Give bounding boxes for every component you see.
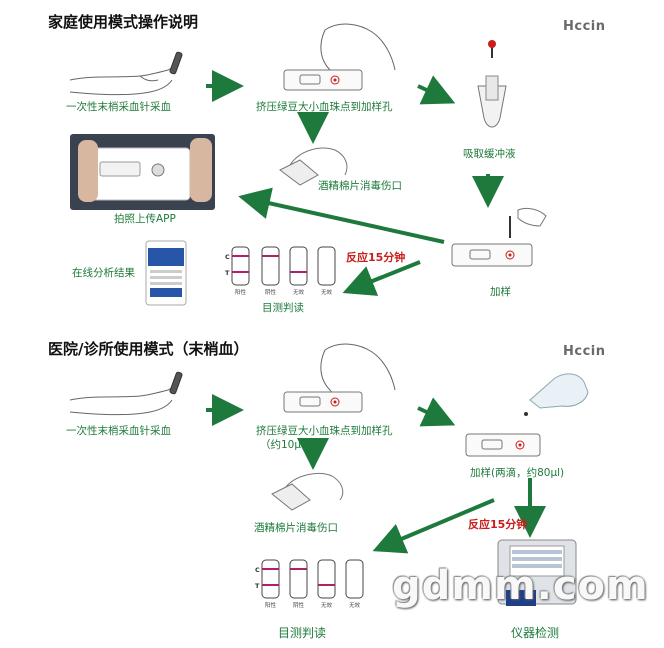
brand-logo-text-1: Hccin <box>563 19 606 34</box>
strip-label: 无效 <box>293 290 305 296</box>
phone-photo-illustration <box>70 134 215 210</box>
result-strips-1 <box>231 246 336 286</box>
step2-add-label: 加样(两滴，约80μl) <box>470 467 565 479</box>
step-squeeze-label: 挤压绿豆大小血珠点到加样孔 <box>256 101 393 113</box>
squeeze-hand-illustration <box>283 23 396 91</box>
step-add-label: 加样 <box>490 286 511 298</box>
step2-squeeze-label: 挤压绿豆大小血珠点到加样孔 <box>256 425 393 437</box>
t-line-label-1: T <box>225 269 230 277</box>
step2-squeeze-note: （约10μl） <box>260 439 315 451</box>
step-buffer-label: 吸取缓冲液 <box>463 148 516 160</box>
squeeze-hand-illustration-2 <box>283 343 396 413</box>
step2-react-label: 反应15分钟 <box>468 518 528 531</box>
strip-label: 无效 <box>349 603 361 609</box>
step-photo-label: 拍照上传APP <box>114 213 176 225</box>
alcohol-pad-illustration-1 <box>279 147 348 186</box>
add-sample-cassette-illustration <box>451 207 547 267</box>
app-screen-illustration <box>145 240 187 306</box>
step2-instrument-label: 仪器检测 <box>511 626 560 640</box>
buffer-pipette-illustration <box>477 40 507 128</box>
strip-label: 阳性 <box>265 603 277 609</box>
c-line-label-1: C <box>225 253 230 261</box>
strip-label: 阴性 <box>293 603 305 609</box>
step-alcohol-label: 酒精棉片消毒伤口 <box>318 180 402 192</box>
result-strips-2 <box>261 559 364 599</box>
step-online-label: 在线分析结果 <box>72 267 135 279</box>
watermark: gdmm.com <box>392 563 649 609</box>
strip-label: 无效 <box>321 603 333 609</box>
instrument-illustration <box>497 539 577 606</box>
section2-title: 医院/诊所使用模式（末梢血） <box>48 340 249 358</box>
alcohol-pad-illustration-2 <box>271 473 344 511</box>
arrows-section-2 <box>206 394 546 554</box>
step-react-label: 反应15分钟 <box>346 251 406 264</box>
strip-label: 无效 <box>321 290 333 296</box>
add-sample-cassette-illustration-2 <box>465 433 541 457</box>
brand-logo-1: Hccin <box>563 16 606 34</box>
step2-alcohol-label: 酒精棉片消毒伤口 <box>254 522 338 534</box>
strip-label: 阳性 <box>235 290 247 296</box>
step-lancet-label: 一次性末梢采血针采血 <box>66 101 171 113</box>
brand-logo-text-2: Hccin <box>563 344 606 359</box>
step-visual-label: 目测判读 <box>262 302 304 314</box>
t-line-label-2: T <box>255 582 260 590</box>
step2-lancet-label: 一次性末梢采血针采血 <box>66 425 171 437</box>
hand-lancet-illustration <box>69 51 183 96</box>
buffer-bottle-illustration <box>524 373 589 416</box>
section1-title: 家庭使用模式操作说明 <box>48 13 199 31</box>
arrows-section-1 <box>206 70 504 296</box>
hand-lancet-illustration-2 <box>69 371 183 416</box>
brand-logo-2: Hccin <box>563 341 606 359</box>
c-line-label-2: C <box>255 566 260 574</box>
step2-visual-label: 目测判读 <box>278 626 327 640</box>
strip-label: 阴性 <box>265 290 277 296</box>
